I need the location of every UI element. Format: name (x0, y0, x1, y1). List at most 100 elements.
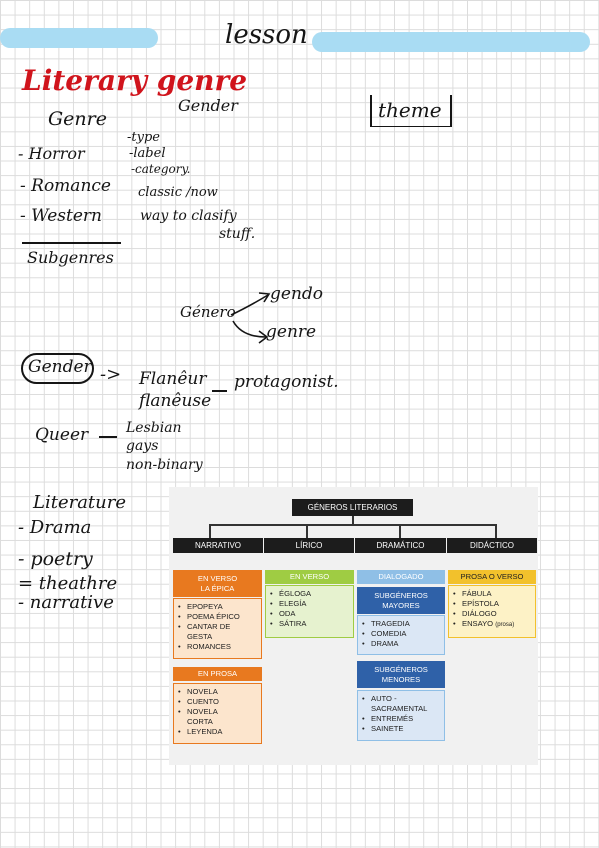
label-line: SUBGÉNEROS (374, 664, 428, 674)
subgeneros-menores-label: SUBGÉNEROS MENORES (357, 661, 445, 688)
label-line: EN VERSO (197, 573, 238, 583)
list-item: ODA (270, 609, 350, 619)
arrow-down (232, 320, 267, 338)
list-item: ÉGLOGA (270, 589, 350, 599)
list-item: ROMANCES (178, 642, 258, 652)
narrativo-verso-list: EPOPEYA POEMA ÉPICO CANTAR DE GESTA ROMA… (173, 598, 262, 659)
subgenres-label: Subgenres (27, 248, 114, 267)
list-item: ENSAYO (prosa) (453, 619, 532, 630)
literary-genre-title: Literary genre (22, 64, 248, 97)
connector-line (306, 524, 308, 538)
list-item: ENTREMÉS (362, 714, 441, 724)
queer-item: gays (126, 438, 159, 454)
genero-label: Género (180, 303, 236, 321)
label-line: MENORES (381, 674, 421, 684)
gender-label: Gender (178, 96, 238, 115)
flaneur-text: Flanêur (139, 369, 207, 389)
list-item: EPOPEYA (178, 602, 258, 612)
list-item: NOVELA (178, 707, 258, 717)
list-item: TRAGEDIA (362, 619, 441, 629)
connector-line (352, 516, 354, 524)
list-item: COMEDIA (362, 629, 441, 639)
list-item: DIÁLOGO (453, 609, 532, 619)
list-item: FÁBULA (453, 589, 532, 599)
list-item: NOVELA (178, 687, 258, 697)
genre-item: - Western (20, 206, 102, 226)
highlight-bar-right (312, 32, 590, 52)
dash-line (212, 390, 227, 392)
header-dramatico: DRAMÁTICO (355, 538, 446, 553)
connector-line (209, 524, 495, 526)
connector-line (399, 524, 401, 538)
literature-label: Literature (33, 492, 127, 513)
label-line: LA ÉPICA (200, 583, 235, 593)
list-item: LEYENDA (178, 727, 258, 737)
connector-line (209, 524, 211, 538)
queer-item: Lesbian (126, 420, 182, 436)
generos-literarios-infographic: GÉNEROS LITERARIOS NARRATIVO LÍRICO DRAM… (169, 487, 538, 765)
list-item: CUENTO (178, 697, 258, 707)
gender-circle (21, 353, 94, 384)
list-item: DRAMA (362, 639, 441, 649)
dash-line (99, 436, 117, 438)
list-item: AUTO - (362, 694, 441, 704)
literature-item: - poetry (18, 548, 93, 570)
arrow-up-head (258, 292, 271, 303)
queer-item: non-binary (126, 457, 203, 473)
list-item: CANTAR DE (178, 622, 258, 632)
list-item-continuation: GESTA (187, 632, 213, 641)
prosa-o-verso-label: PROSA O VERSO (448, 570, 536, 584)
page-title: lesson (225, 20, 308, 50)
gender-note: classic /now (138, 185, 218, 200)
literature-item: - narrative (18, 592, 114, 613)
connector-line (495, 524, 497, 538)
list-item-text: ENSAYO (462, 619, 494, 628)
narrativo-en-prosa-label: EN PROSA (173, 667, 262, 681)
label-line: SUBGÉNEROS (374, 590, 428, 600)
gender-note: -type (127, 130, 160, 145)
branch-arrows (230, 292, 271, 344)
gender-note: -category. (131, 162, 191, 176)
list-item: SÁTIRA (270, 619, 350, 629)
theme-box: theme (370, 95, 452, 127)
genre-item: - Romance (20, 176, 111, 196)
label-line: MAYORES (382, 600, 420, 610)
narrativo-prosa-list: NOVELA CUENTO NOVELA CORTA LEYENDA (173, 683, 262, 744)
list-item: POEMA ÉPICO (178, 612, 258, 622)
arrow-down-head (258, 330, 269, 344)
lirico-list: ÉGLOGA ELEGÍA ODA SÁTIRA (265, 585, 354, 638)
literature-item: - Drama (18, 517, 92, 538)
gender-circle-text: Gender (28, 357, 92, 377)
mayores-list: TRAGEDIA COMEDIA DRAMA (357, 615, 445, 655)
divider-line (22, 242, 121, 244)
infographic-title: GÉNEROS LITERARIOS (292, 499, 413, 516)
highlight-bar-left (0, 28, 158, 48)
arrow-glyph: -> (100, 364, 122, 385)
list-item-continuation: SACRAMENTAL (371, 704, 428, 713)
narrativo-en-verso-label: EN VERSO LA ÉPICA (173, 570, 262, 597)
header-lirico: LÍRICO (264, 538, 354, 553)
lirico-en-verso-label: EN VERSO (265, 570, 354, 584)
subgeneros-mayores-label: SUBGÉNEROS MAYORES (357, 587, 445, 614)
list-item: ELEGÍA (270, 599, 350, 609)
genre-item: - Horror (18, 144, 85, 163)
arrow-up (230, 294, 269, 316)
gender-note: way to clasify (140, 208, 237, 224)
branch-gendo: gendo (270, 284, 324, 304)
literature-item: = theathre (18, 573, 118, 594)
protagonist-text: protagonist. (234, 372, 339, 392)
prosa-note: (prosa) (495, 622, 515, 628)
gender-note: stuff. (219, 226, 256, 242)
flaneuse-text: flanêuse (139, 391, 212, 411)
header-narrativo: NARRATIVO (173, 538, 263, 553)
gender-note: -label (129, 146, 166, 161)
list-item-continuation: CORTA (187, 717, 213, 726)
genre-heading: Genre (48, 108, 107, 130)
queer-label: Queer (35, 425, 89, 445)
header-didactico: DIDÁCTICO (447, 538, 537, 553)
list-item: SAINETE (362, 724, 441, 734)
list-item: EPÍSTOLA (453, 599, 532, 609)
didactico-list: FÁBULA EPÍSTOLA DIÁLOGO ENSAYO (prosa) (448, 585, 536, 638)
menores-list: AUTO - SACRAMENTAL ENTREMÉS SAINETE (357, 690, 445, 741)
branch-genre: genre (266, 322, 317, 342)
